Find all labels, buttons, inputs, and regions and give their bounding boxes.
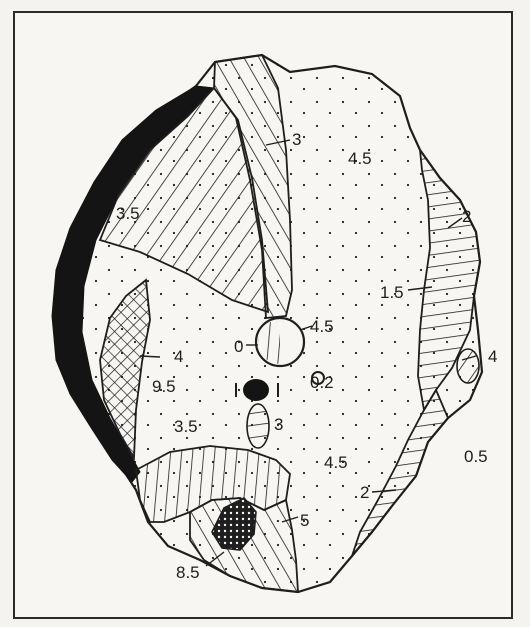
label-5: 5 [300,511,309,530]
label-8-5: 8.5 [176,563,200,582]
label-0-2: 0.2 [310,373,334,392]
label-4-5-mid: 4.5 [310,317,334,336]
label-2-right: 2 [462,207,471,226]
dark-disc [243,379,269,401]
label-3-5-left: 3.5 [116,204,140,223]
label-4-5-low: 4.5 [324,453,348,472]
lens-right [457,349,479,383]
label-1-5: 1.5 [380,283,404,302]
label-0: 0 [234,337,243,356]
label-2-low: 2 [360,483,369,502]
label-4-left: 4 [174,347,183,366]
label-3-5-low: 3.5 [174,417,198,436]
label-9-5: 9.5 [152,377,176,396]
label-3-top: 3 [292,130,301,149]
lens-small [247,404,269,448]
label-0-5: 0.5 [464,447,488,466]
label-4-right: 4 [488,347,497,366]
label-3-low: 3 [274,415,283,434]
label-4-5-top: 4.5 [348,149,372,168]
